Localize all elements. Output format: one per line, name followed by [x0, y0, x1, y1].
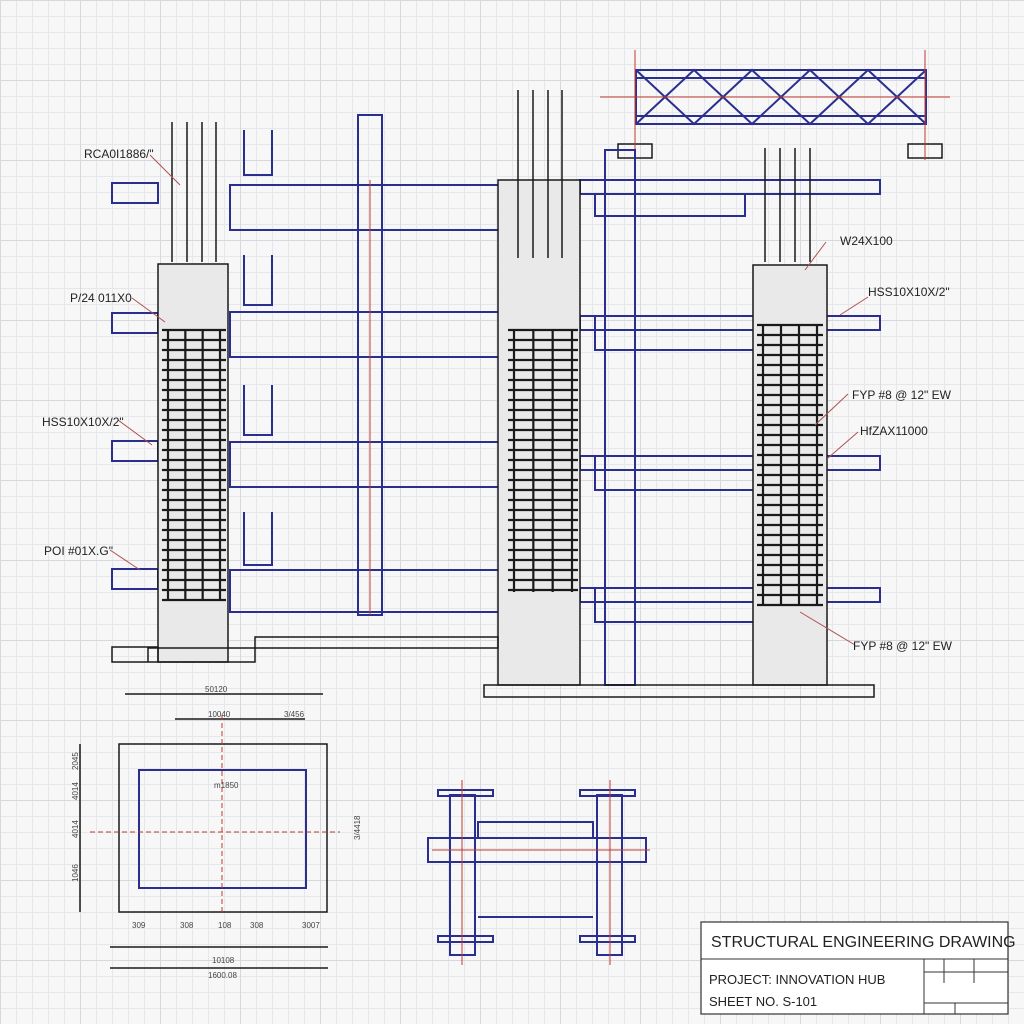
callout-right-4: HfZAX11000: [860, 424, 928, 438]
callout-left-1: RCA0I1886/": [84, 147, 154, 161]
dim-bottom-5: 3007: [302, 921, 320, 930]
callout-right-5: FYP #8 @ 12" EW: [853, 639, 953, 653]
callout-left-2: P/24 011X0: [70, 291, 132, 305]
rebar-lines: [162, 328, 226, 602]
concrete-columns: [111, 90, 875, 698]
roof-truss: [600, 50, 950, 160]
callout-left-3: HSS10X10X/2": [42, 415, 124, 429]
dim-left-1: 2045: [71, 752, 80, 770]
title-block-sheet: SHEET NO. S-101: [709, 994, 817, 1009]
title-block: [700, 921, 1009, 1015]
rebar-cage: [757, 323, 823, 607]
dim-bottom-4: 308: [250, 921, 264, 930]
dim-bottom-overall: 10108: [212, 956, 235, 965]
callout-right-2: HSS10X10X/2": [868, 285, 950, 299]
title-block-title: STRUCTURAL ENGINEERING DRAWING: [711, 934, 1016, 951]
rebar-lines: [508, 328, 578, 592]
dim-right: 3/4418: [353, 815, 362, 840]
dim-left-4: 1046: [71, 864, 80, 882]
dim-left-3: 4014: [71, 820, 80, 838]
dim-inner: m1850: [214, 781, 239, 790]
dim-bottom-total: 1600.08: [208, 971, 237, 980]
dim-bottom-2: 308: [180, 921, 194, 930]
rebar-cage: [162, 328, 226, 602]
connection-detail: [427, 780, 650, 965]
dim-bottom-1: 309: [132, 921, 146, 930]
dim-bottom-3: 108: [218, 921, 232, 930]
callout-left-4: POI #01X.G": [44, 544, 113, 558]
dim-top-right: 3/456: [284, 710, 305, 719]
rebar-lines: [757, 323, 823, 607]
dim-left-2: 4014: [71, 782, 80, 800]
callout-right-3: FYP #8 @ 12" EW: [852, 388, 952, 402]
rebar-cage: [508, 328, 578, 592]
column-plan-view: [79, 693, 340, 969]
title-block-project: PROJECT: INNOVATION HUB: [709, 972, 885, 987]
leader-lines: [109, 154, 869, 646]
dim-top-overall: 50120: [205, 685, 228, 694]
callout-right-1: W24X100: [840, 234, 893, 248]
dim-top-left: 10040: [208, 710, 231, 719]
